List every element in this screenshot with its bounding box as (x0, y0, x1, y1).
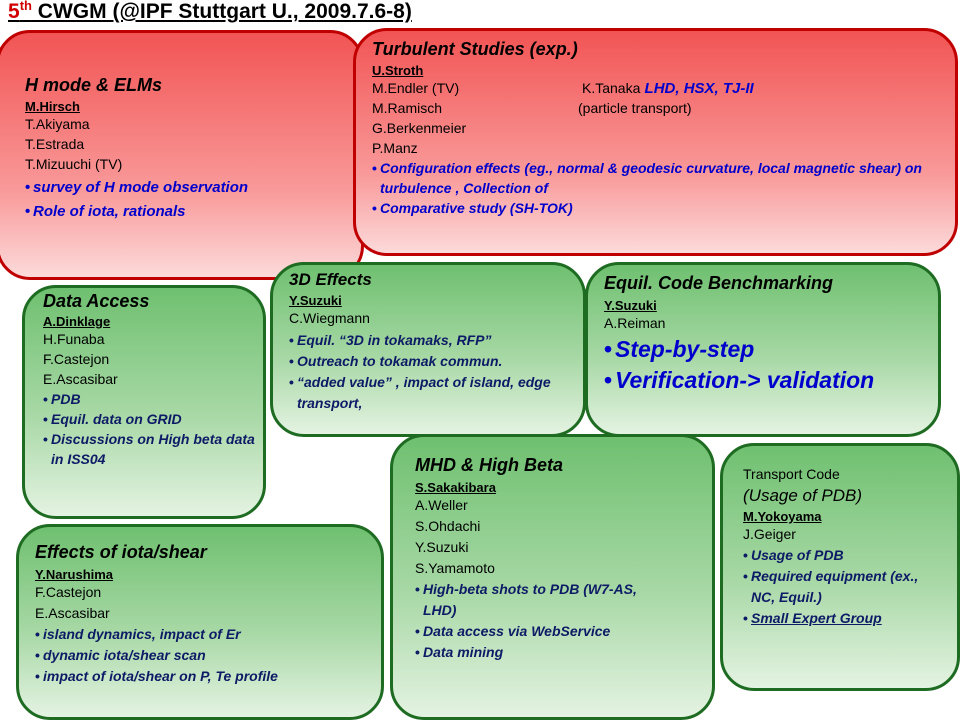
data-bullet: Equil. data on GRID (43, 409, 263, 429)
data-bullet: Discussions on High beta data in ISS04 (43, 429, 263, 469)
hmode-member: T.Mizuuchi (TV) (25, 156, 123, 172)
data-member: F.Castejon (43, 351, 110, 367)
iota-title: Effects of iota/shear (35, 542, 207, 562)
iota-bullets: island dynamics, impact of Er dynamic io… (35, 624, 381, 687)
data-title: Data Access (43, 291, 150, 311)
turb-note: (particle transport) (578, 100, 692, 116)
turb-member: G.Berkenmeier (372, 120, 467, 136)
hmode-bullets: survey of H mode observation Role of iot… (25, 176, 355, 224)
data-member: E.Ascasibar (43, 371, 118, 387)
transport-bullets: Usage of PDB Required equipment (ex., NC… (743, 545, 943, 629)
d3-lead: Y.Suzuki (289, 293, 342, 308)
mhd-bullets-more: Data access via WebService Data mining (415, 621, 711, 663)
transport-bullet: Required equipment (ex., NC, Equil.) (743, 566, 943, 608)
hmode-bullet: survey of H mode observation (25, 176, 355, 200)
d3-bullet: Equil. “3D in tokamaks, RFP” (289, 330, 581, 351)
title-superscript: th (19, 0, 32, 13)
mhd-bullet: High-beta shots to PDB (W7-AS, LHD) (415, 579, 651, 621)
turb-member: M.Endler (TV) (372, 80, 460, 96)
iota-lead: Y.Narushima (35, 567, 114, 582)
box-equil-benchmarking: Equil. Code Benchmarking Y.Suzuki A.Reim… (585, 262, 941, 437)
mhd-bullets: High-beta shots to PDB (W7-AS, LHD) (415, 579, 651, 621)
hmode-member: T.Estrada (25, 136, 85, 152)
mhd-lead: S.Sakakibara (415, 480, 496, 495)
box-data-access: Data Access A.Dinklage H.Funaba F.Castej… (22, 285, 266, 519)
turb-devices: LHD, HSX, TJ-II (640, 80, 754, 97)
mhd-member: S.Ohdachi (415, 518, 481, 534)
d3-bullets: Equil. “3D in tokamaks, RFP” Outreach to… (289, 330, 581, 414)
turb-bullet: Configuration effects (eg., normal & geo… (372, 158, 942, 198)
hmode-bullet: Role of iota, rationals (25, 200, 355, 224)
turb-row2: M.Ramisch (particle transport) (372, 98, 952, 118)
turb-bullet: Comparative study (SH-TOK) (372, 198, 942, 218)
equil-bullets: Step-by-step Verification-> validation (604, 334, 938, 396)
iota-member: E.Ascasibar (35, 605, 110, 621)
turb-row1-right: K.Tanaka LHD, HSX, TJ-II (582, 78, 754, 99)
iota-bullet: impact of iota/shear on P, Te profile (35, 666, 381, 687)
transport-member: J.Geiger (743, 526, 796, 542)
equil-bullet: Step-by-step (604, 334, 938, 365)
transport-bullet: Small Expert Group (743, 608, 943, 629)
transport-bullet-text: Small Expert Group (751, 610, 882, 626)
mhd-member: S.Yamamoto (415, 560, 495, 576)
d3-member: C.Wiegmann (289, 310, 370, 326)
mhd-title: MHD & High Beta (415, 455, 563, 475)
box-hmode-elms: H mode & ELMs M.Hirsch T.Akiyama T.Estra… (0, 30, 364, 280)
equil-bullet: Verification-> validation (604, 365, 938, 396)
hmode-member: T.Akiyama (25, 116, 90, 132)
title-text: CWGM (@IPF Stuttgart U., 2009.7.6-8) (31, 0, 412, 23)
data-bullets: PDB Equil. data on GRID Discussions on H… (43, 389, 263, 469)
d3-bullet: “added value” , impact of island, edge t… (289, 372, 581, 414)
mhd-member: A.Weller (415, 497, 468, 513)
data-bullet: PDB (43, 389, 263, 409)
title-number: 5 (8, 0, 20, 23)
data-member: H.Funaba (43, 331, 105, 347)
equil-title: Equil. Code Benchmarking (604, 273, 834, 293)
box-effects-iota-shear: Effects of iota/shear Y.Narushima F.Cast… (16, 524, 384, 720)
hmode-lead: M.Hirsch (25, 99, 80, 114)
hmode-title: H mode & ELMs (25, 75, 163, 95)
box-transport-code: Transport Code (Usage of PDB) M.Yokoyama… (720, 443, 960, 691)
box-turbulent-studies: Turbulent Studies (exp.) U.Stroth M.Endl… (353, 28, 958, 256)
transport-bullet: Usage of PDB (743, 545, 943, 566)
box-mhd-high-beta: MHD & High Beta S.Sakakibara A.Weller S.… (390, 434, 715, 720)
equil-lead: Y.Suzuki (604, 298, 657, 313)
turb-member: M.Ramisch (372, 100, 443, 116)
box-3d-effects: 3D Effects Y.Suzuki C.Wiegmann Equil. “3… (270, 262, 586, 437)
d3-title: 3D Effects (289, 270, 372, 289)
mhd-bullet: Data mining (415, 642, 711, 663)
d3-bullet: Outreach to tokamak commun. (289, 351, 581, 372)
turb-lead: U.Stroth (372, 63, 424, 78)
turb-member: P.Manz (372, 140, 418, 156)
turb-member: K.Tanaka (582, 80, 641, 96)
iota-bullet: island dynamics, impact of Er (35, 624, 381, 645)
page-title: 5th CWGM (@IPF Stuttgart U., 2009.7.6-8) (8, 0, 412, 24)
equil-member: A.Reiman (604, 315, 666, 331)
turb-bullets: Configuration effects (eg., normal & geo… (372, 158, 942, 218)
turb-title: Turbulent Studies (exp.) (372, 39, 578, 59)
turb-row1: M.Endler (TV) K.Tanaka LHD, HSX, TJ-II (372, 78, 952, 98)
transport-lead: M.Yokoyama (743, 509, 822, 524)
transport-title-line1: Transport Code (743, 466, 840, 482)
data-lead: A.Dinklage (43, 314, 111, 329)
transport-title-line2: (Usage of PDB) (743, 486, 863, 505)
mhd-bullet: Data access via WebService (415, 621, 711, 642)
mhd-member: Y.Suzuki (415, 539, 469, 555)
iota-bullet: dynamic iota/shear scan (35, 645, 381, 666)
iota-member: F.Castejon (35, 584, 102, 600)
